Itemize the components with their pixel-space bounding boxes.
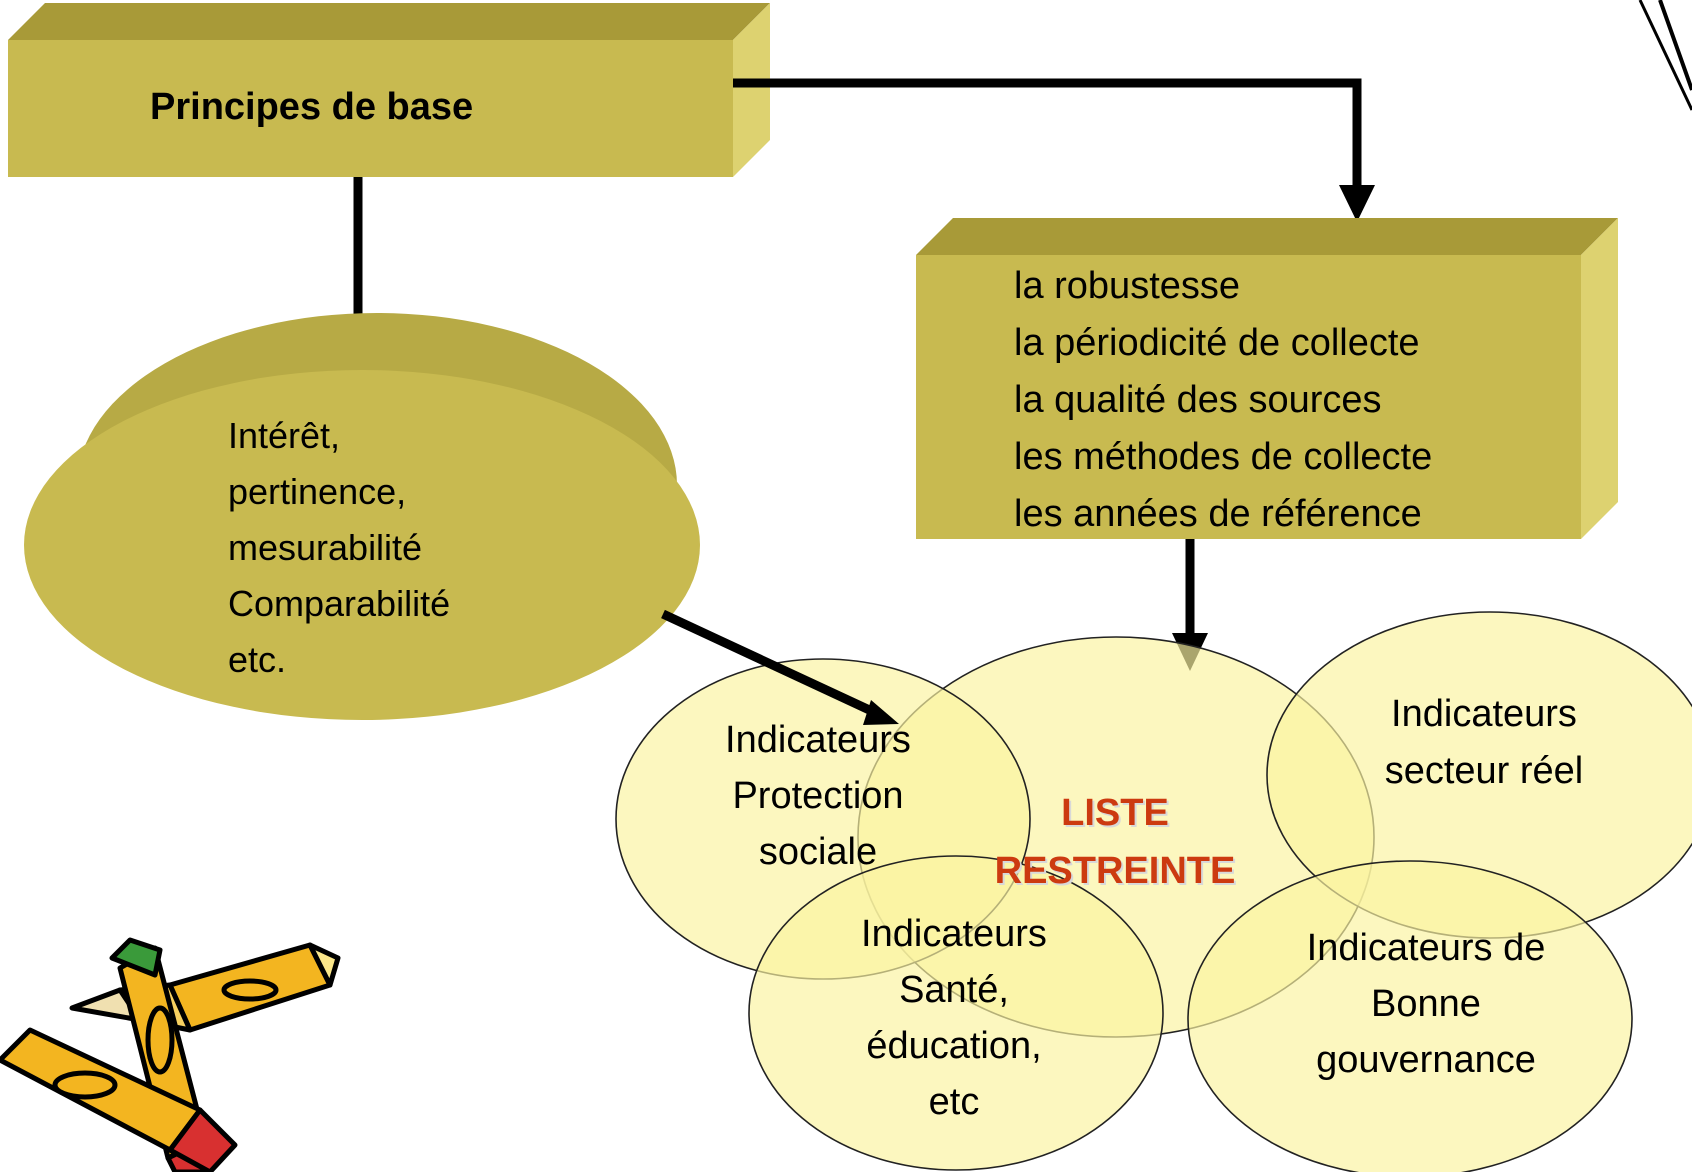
liste-restreinte-label: LISTE RESTREINTE	[935, 784, 1295, 900]
principle-item: pertinence,	[228, 471, 407, 512]
principle-item: etc.	[228, 639, 287, 680]
secteur-label: Indicateurs secteur réel	[1334, 686, 1634, 800]
gouvernance-line: gouvernance	[1316, 1039, 1536, 1081]
criteria-item: les méthodes de collecte	[1014, 436, 1433, 478]
criteria-item: la qualité des sources	[1014, 379, 1382, 421]
principes-title: Principes de base	[150, 86, 474, 128]
principle-item: Comparabilité	[228, 583, 451, 624]
sante-line: Indicateurs	[861, 913, 1047, 955]
criteria-item: la robustesse	[1014, 265, 1241, 307]
sante-line: éducation,	[866, 1025, 1042, 1067]
indicator-circles	[615, 611, 1692, 1172]
protection-line: sociale	[758, 831, 878, 873]
pencils-clipart	[0, 937, 341, 1172]
secteur-line: secteur réel	[1384, 750, 1584, 792]
liste-line-1: LISTE	[1061, 792, 1169, 834]
principles-list: Intérêt, pertinence, mesurabilité Compar…	[228, 408, 450, 688]
protection-line: Protection	[732, 775, 904, 817]
liste-line-2: RESTREINTE	[994, 850, 1236, 892]
gouvernance-circle	[1187, 860, 1633, 1172]
principes-box	[8, 3, 770, 177]
principles-ellipse	[24, 313, 700, 720]
connector-diagonal	[661, 609, 880, 719]
protection-label: Indicateurs Protection sociale	[668, 712, 968, 880]
criteria-item: la périodicité de collecte	[1014, 322, 1420, 364]
protection-line: Indicateurs	[725, 719, 911, 761]
principle-item: mesurabilité	[228, 527, 423, 568]
arrowhead-diagonal	[863, 700, 899, 725]
criteria-list: la robustesse la périodicité de collecte…	[1014, 258, 1432, 543]
sante-line: Santé,	[899, 969, 1009, 1011]
secteur-line: Indicateurs	[1391, 693, 1577, 735]
criteria-item: les années de référence	[1014, 493, 1422, 535]
gouvernance-line: Bonne	[1371, 983, 1481, 1025]
gouvernance-label: Indicateurs de Bonne gouvernance	[1256, 920, 1596, 1088]
sante-label: Indicateurs Santé, éducation, etc	[804, 906, 1104, 1130]
sante-line: etc	[928, 1081, 980, 1123]
connector-right	[733, 78, 1362, 185]
gouvernance-line: Indicateurs de	[1306, 927, 1546, 969]
criteria-box	[916, 218, 1618, 539]
sante-circle	[748, 855, 1164, 1171]
arrowhead-right	[1339, 185, 1375, 222]
principle-item: Intérêt,	[228, 415, 341, 456]
decorative-shape-edge	[1658, 0, 1692, 91]
